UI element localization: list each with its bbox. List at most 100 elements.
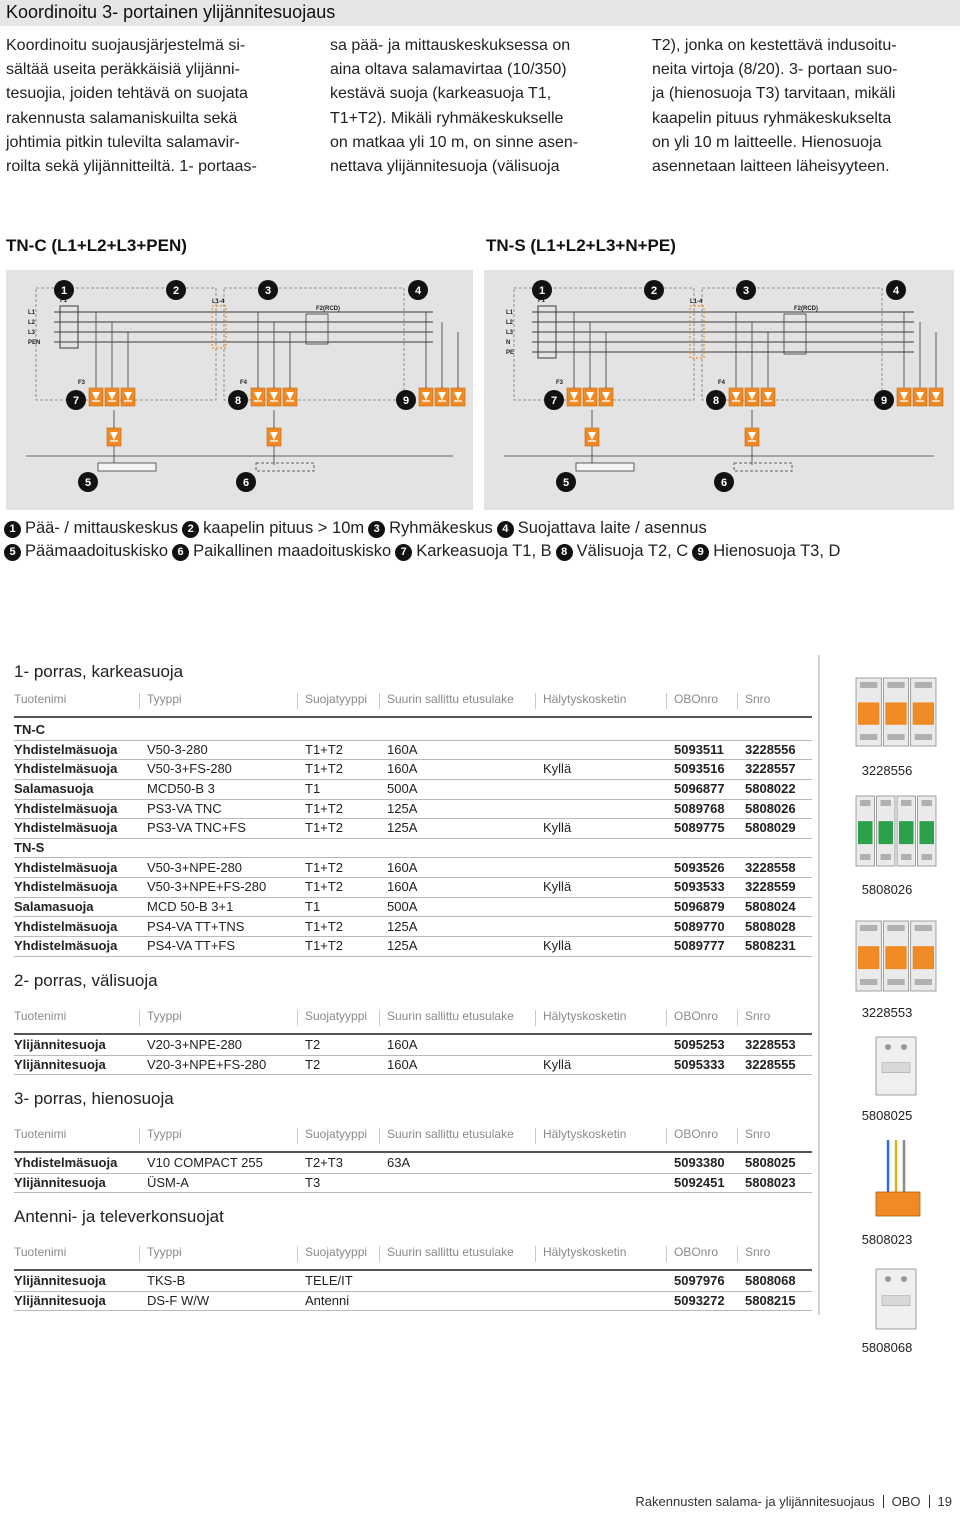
marker-4-icon [886, 280, 906, 300]
table-cell: V20-3+NPE+FS-280 [147, 1056, 267, 1072]
table-cell: 3228553 [745, 1037, 796, 1052]
diagram-label: L2 [506, 320, 514, 326]
table-cell: 5808068 [745, 1273, 796, 1288]
cable-length-marker [689, 305, 705, 359]
table-cell: 3228555 [745, 1056, 796, 1072]
table-group-row: TN-C [14, 720, 812, 741]
terminal [914, 979, 932, 985]
table-cell: 5089777 [674, 938, 725, 954]
marker-8-icon [228, 390, 248, 410]
marker-number: 5 [563, 477, 569, 489]
table-cell: Yhdistelmäsuoja [14, 938, 118, 954]
table-cell: 160A [387, 859, 418, 875]
column-header: Tyyppi [147, 1245, 182, 1259]
table-cell: Yhdistelmäsuoja [14, 859, 118, 875]
module-window [912, 946, 934, 970]
diagram-label: PE [506, 350, 514, 356]
table-cell: 5093380 [674, 1155, 725, 1170]
legend-number-7: 7 [395, 544, 413, 561]
marker-number: 3 [743, 285, 749, 297]
table-cell: 3228559 [745, 879, 796, 895]
column-header: Tuotenimi [14, 1245, 67, 1259]
section-sub-board [701, 287, 883, 401]
marker-number: 4 [415, 285, 422, 297]
table-cell: T1+T2 [305, 800, 343, 816]
intro-text-1: Koordinoitu suojausjärjestelmä si- sältä… [6, 37, 257, 176]
marker-number: 4 [893, 285, 900, 297]
table-cell: 5808022 [745, 780, 796, 796]
section-title-1: 1- porras, karkeasuoja [14, 662, 184, 681]
table-cell: T1+T2 [305, 918, 343, 934]
marker-number: 8 [713, 395, 719, 407]
legend-text: Paikallinen maadoituskisko [193, 542, 392, 560]
diagram-label: F2(RCD) [794, 306, 818, 312]
diagram-label: L3 [28, 330, 36, 336]
table-cell: 63A [387, 1155, 411, 1170]
module-window [885, 946, 907, 970]
column-header: Snro [745, 1127, 771, 1141]
surge-arrow-icon [932, 392, 940, 400]
surge-arrow-icon [270, 432, 278, 440]
surge-arrow-icon [586, 392, 594, 400]
marker-6-icon [714, 472, 734, 492]
table-cell: 500A [387, 780, 418, 796]
photo-caption: 5808068 [861, 1340, 913, 1355]
surge-arrow-icon [748, 432, 756, 440]
marker-number: 2 [651, 285, 657, 297]
column-header: OBOnro [674, 1245, 719, 1259]
terminal [860, 800, 871, 806]
table-cell: 125A [387, 938, 418, 954]
table-cell: 5093516 [674, 761, 725, 777]
table-cell: Yhdistelmäsuoja [14, 1155, 118, 1170]
table-cell: 500A [387, 898, 418, 914]
table-cell: Kyllä [543, 938, 572, 954]
table-cell: 160A [387, 1056, 418, 1072]
diagram-label: L1 [506, 310, 514, 316]
title-bar: Koordinoitu 3- portainen ylijännitesuoja… [0, 0, 960, 26]
table-cell: PS3-VA TNC+FS [147, 820, 246, 836]
marker-number: 6 [721, 477, 727, 489]
marker-number: 9 [881, 395, 887, 407]
diagram-label: F2(RCD) [316, 306, 340, 312]
diagram-label: F4 [718, 380, 726, 386]
product-image [875, 1140, 921, 1217]
table-cell: 5093511 [674, 741, 724, 757]
diagram-title-tns: TN-S (L1+L2+L3+N+PE) [486, 236, 676, 255]
table-cell: MCD 50-B 3+1 [147, 898, 234, 914]
marker-number: 6 [243, 477, 249, 489]
column-header: Snro [745, 692, 771, 706]
terminal [887, 682, 905, 688]
product-image [855, 920, 937, 992]
product-image [855, 677, 937, 747]
table-cell: Ylijännitesuoja [14, 1273, 106, 1288]
column-header: Snro [745, 1245, 771, 1259]
table-cell: 5808026 [745, 800, 796, 816]
column-header: Suojatyyppi [305, 1127, 368, 1141]
photo-caption: 5808026 [861, 882, 913, 897]
surge-arrow-icon [454, 392, 462, 400]
table-cell: 5808024 [745, 898, 796, 914]
column-header: OBOnro [674, 1127, 719, 1141]
table-cell: Kyllä [543, 820, 572, 836]
section-title-3: 3- porras, hienosuoja [14, 1089, 174, 1108]
legend-number-5: 5 [4, 544, 21, 561]
table-cell: 125A [387, 820, 418, 836]
table-cell: Salamasuoja [14, 780, 94, 796]
table-cell: Yhdistelmäsuoja [14, 918, 118, 934]
column-header: Suojatyyppi [305, 1245, 368, 1259]
table-cell: 5095333 [674, 1056, 725, 1072]
table-cell: T2 [305, 1037, 321, 1052]
marker-number: 7 [551, 395, 557, 407]
